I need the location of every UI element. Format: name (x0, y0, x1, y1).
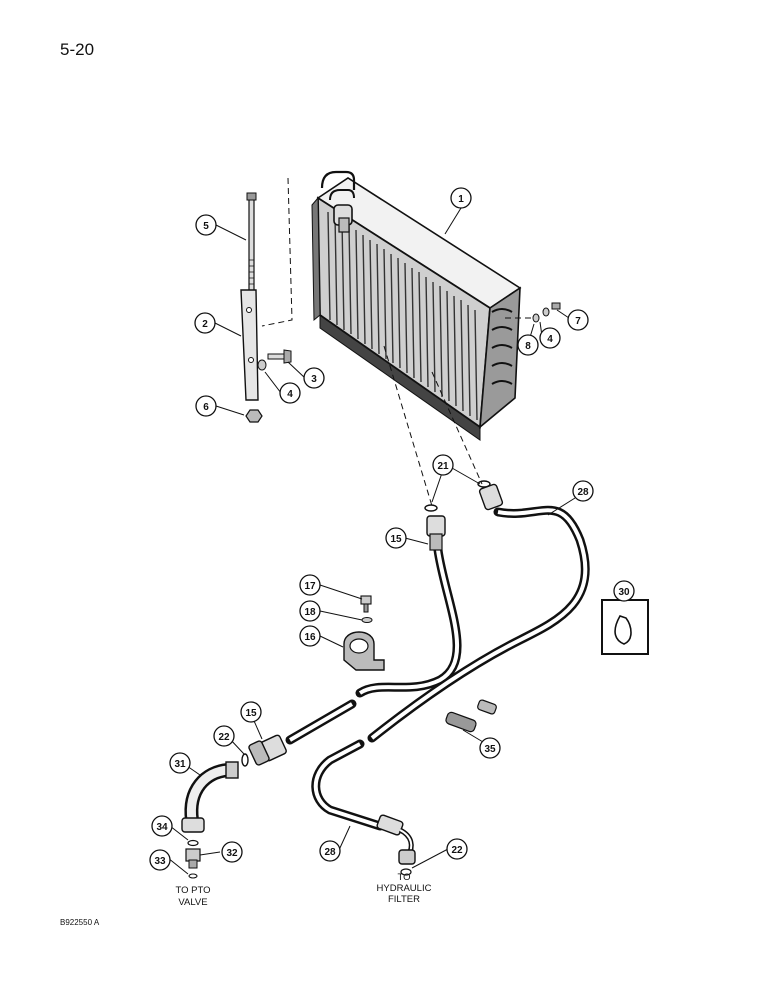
svg-text:33: 33 (154, 856, 166, 867)
cooler-fins (327, 211, 478, 421)
callout-34: 34 (151, 815, 173, 837)
svg-text:22: 22 (218, 732, 230, 743)
svg-text:31: 31 (174, 759, 186, 770)
callout-18: 18 (299, 600, 321, 622)
washer-18 (361, 617, 373, 623)
bracket-2 (240, 289, 259, 401)
rod-5 (246, 192, 257, 295)
inset-tie-strap-30 (601, 599, 649, 655)
svg-text:FILTER: FILTER (388, 894, 420, 905)
svg-text:15: 15 (245, 708, 257, 719)
callout-17: 17 (299, 574, 321, 596)
pto-valve-label: TO PTO VALVE (175, 885, 210, 908)
callout-8: 8 (517, 334, 539, 356)
svg-text:32: 32 (226, 848, 238, 859)
svg-text:34: 34 (156, 822, 168, 833)
callout-22-left: 22 (213, 725, 235, 747)
hose-15-lower-fitting (248, 734, 287, 766)
callout-15-upper: 15 (385, 527, 407, 549)
callout-4-right: 4 (539, 327, 561, 349)
svg-text:15: 15 (390, 534, 402, 545)
callout-6: 6 (195, 395, 217, 417)
hose-break-segments (285, 699, 385, 831)
callout-22-right: 22 (446, 838, 468, 860)
svg-text:1: 1 (458, 194, 464, 205)
svg-text:3: 3 (311, 374, 317, 385)
callout-35: 35 (479, 737, 501, 759)
figure-code: B922550 A (60, 918, 100, 927)
callout-21: 21 (432, 454, 454, 476)
svg-text:17: 17 (304, 581, 316, 592)
callout-2: 2 (194, 312, 216, 334)
svg-text:16: 16 (304, 632, 316, 643)
svg-text:21: 21 (437, 461, 449, 472)
right-small-hardware (532, 302, 561, 323)
sleeves-35 (445, 699, 497, 733)
callout-31: 31 (169, 752, 191, 774)
bolt-3 (267, 349, 292, 364)
fitting-32 (185, 839, 201, 879)
callout-33: 33 (149, 849, 171, 871)
o-ring-22-left (241, 753, 249, 767)
nut-6 (245, 409, 263, 423)
callout-16: 16 (299, 625, 321, 647)
hydraulic-filter-label: TO HYDRAULIC FILTER (377, 872, 432, 905)
hose-28-lower-fitting (376, 814, 416, 876)
callout-28-upper: 28 (572, 480, 594, 502)
callout-32: 32 (221, 841, 243, 863)
callout-1: 1 (450, 187, 472, 209)
svg-text:4: 4 (547, 334, 553, 345)
svg-text:35: 35 (484, 744, 496, 755)
svg-text:6: 6 (203, 402, 209, 413)
svg-text:8: 8 (525, 341, 531, 352)
svg-text:5: 5 (203, 221, 209, 232)
svg-text:18: 18 (304, 607, 316, 618)
callout-15-lower: 15 (240, 701, 262, 723)
svg-text:28: 28 (324, 847, 336, 858)
svg-text:TO: TO (397, 872, 410, 883)
callout-30: 30 (613, 580, 635, 602)
svg-text:30: 30 (618, 587, 630, 598)
callout-28-lower: 28 (319, 840, 341, 862)
dashed-assembly-lines (261, 177, 535, 507)
callout-4-left: 4 (279, 382, 301, 404)
svg-text:TO PTO: TO PTO (175, 885, 210, 896)
svg-text:28: 28 (577, 487, 589, 498)
svg-text:22: 22 (451, 845, 463, 856)
svg-text:VALVE: VALVE (178, 897, 207, 908)
svg-text:HYDRAULIC: HYDRAULIC (377, 883, 432, 894)
callout-5: 5 (195, 214, 217, 236)
callout-3: 3 (303, 367, 325, 389)
hose-28-upper (367, 480, 590, 743)
callout-7: 7 (567, 309, 589, 331)
washer-4-left (257, 359, 267, 371)
bolt-17 (360, 595, 372, 613)
hose-15-upper (355, 504, 462, 698)
oil-cooler (311, 170, 522, 441)
elbow-31 (181, 761, 239, 833)
page-number: 5-20 (60, 40, 95, 59)
clamp-16 (343, 631, 385, 671)
svg-text:4: 4 (287, 389, 293, 400)
svg-text:2: 2 (202, 319, 208, 330)
svg-text:7: 7 (575, 316, 581, 327)
